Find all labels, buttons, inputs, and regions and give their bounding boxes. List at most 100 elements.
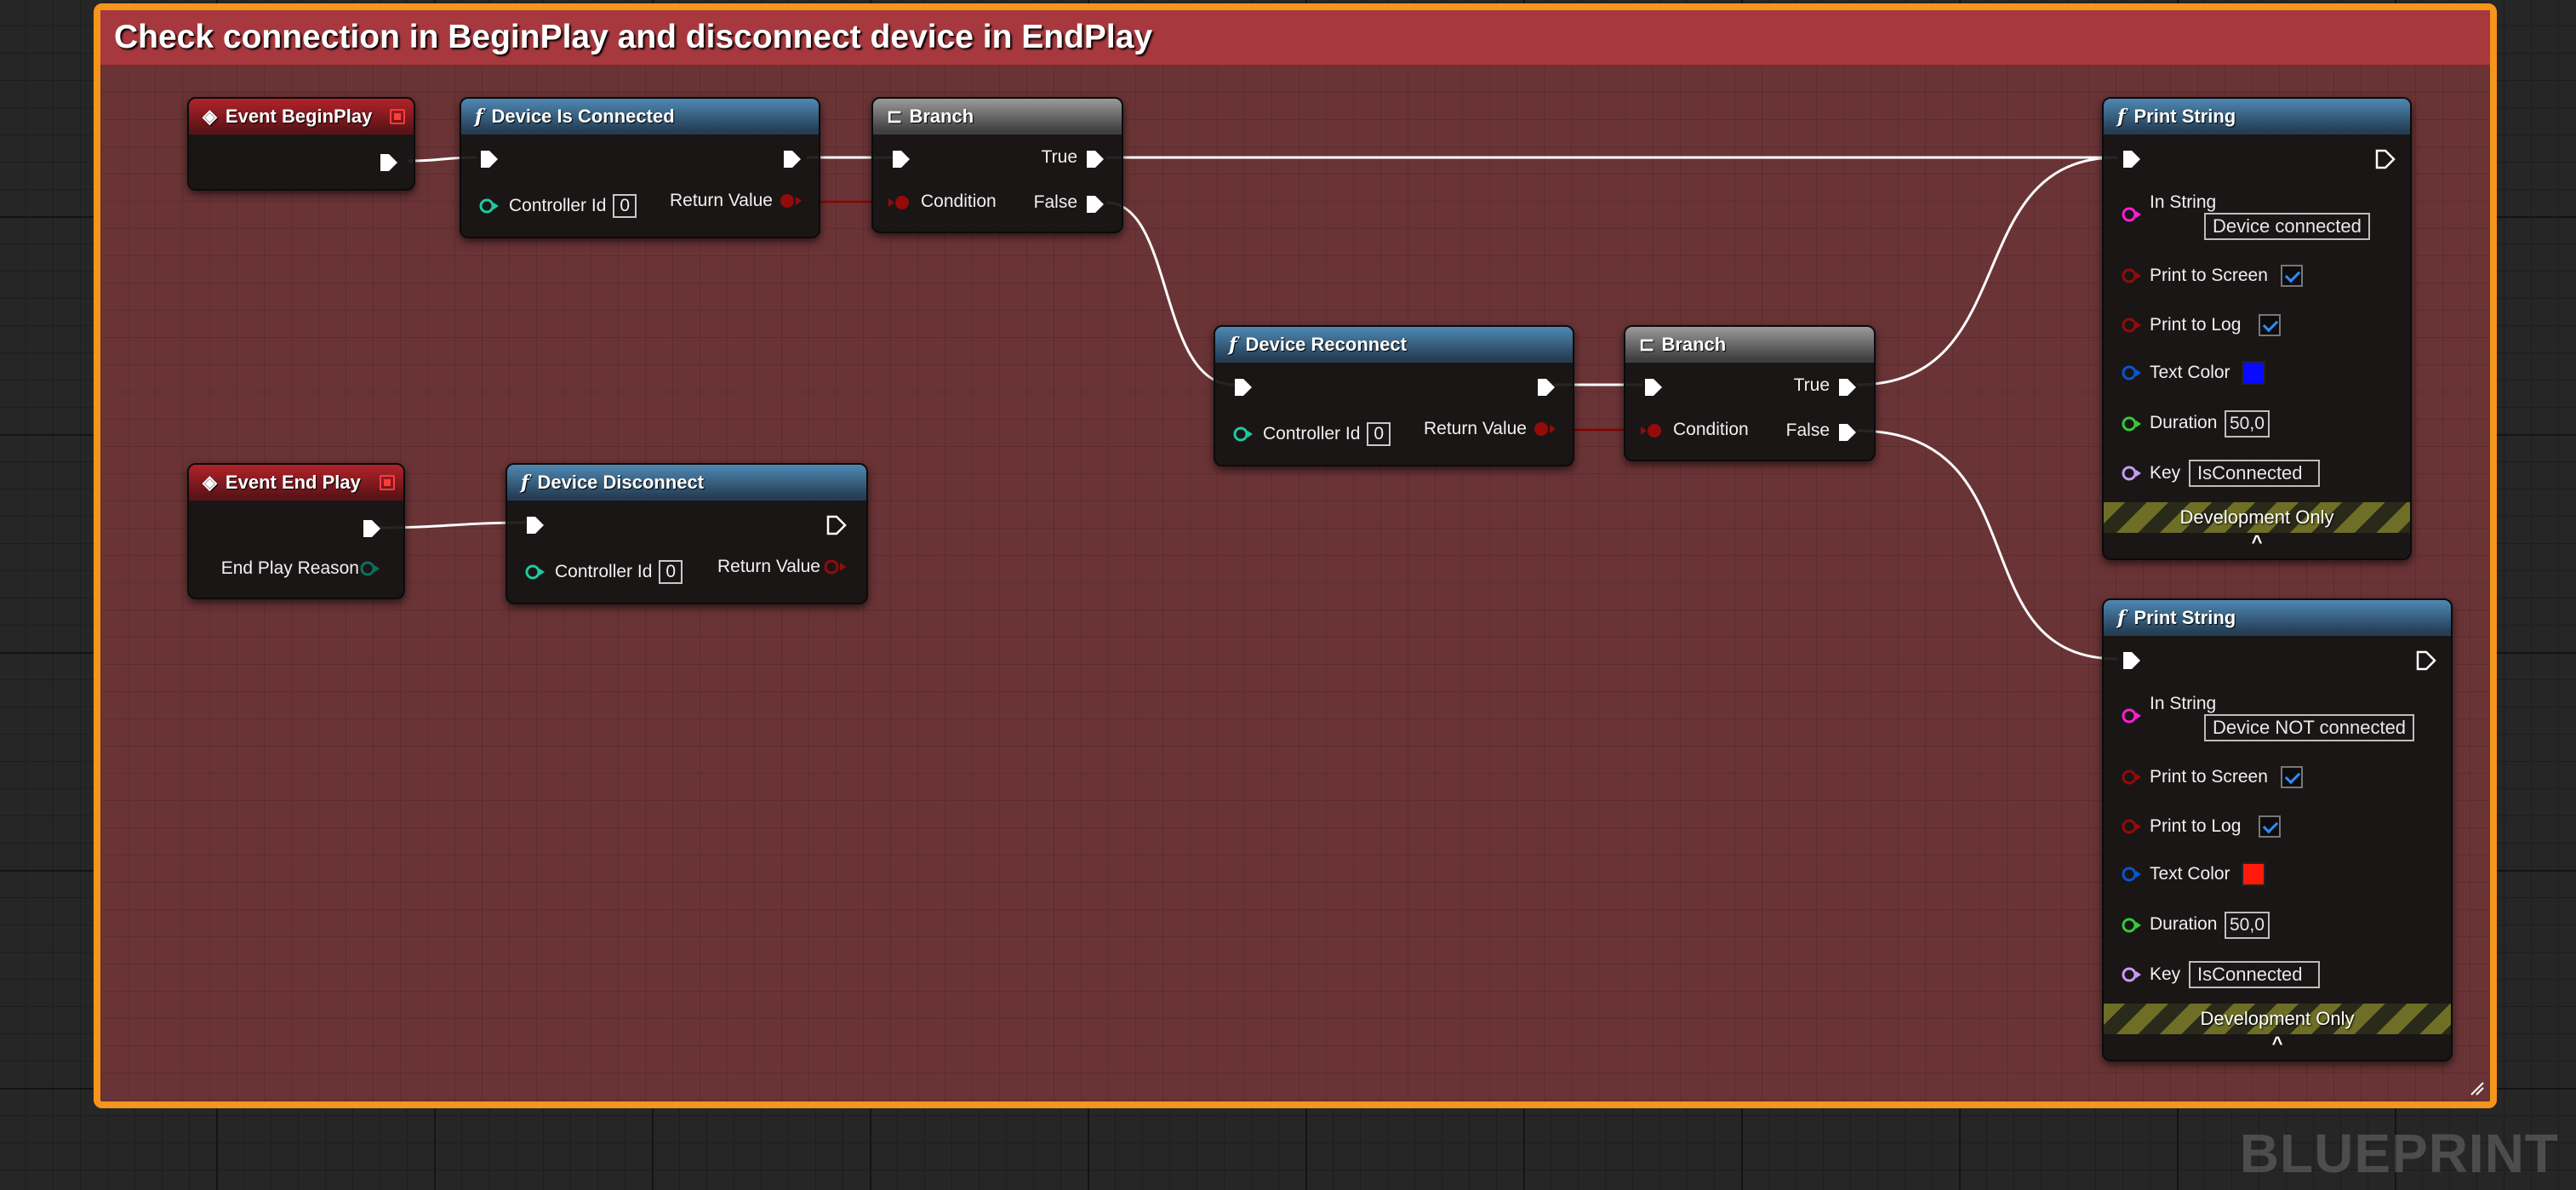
name-pin-icon[interactable] bbox=[2121, 465, 2143, 482]
true-label: True bbox=[1793, 375, 1830, 395]
duration-field[interactable]: 50,0 bbox=[2225, 410, 2270, 438]
int-pin-icon[interactable] bbox=[1232, 426, 1254, 443]
print-to-screen-checkbox[interactable] bbox=[2281, 265, 2303, 287]
exec-in-pin[interactable] bbox=[524, 514, 546, 536]
branch-node-2[interactable]: ⊏Branch True Condition False bbox=[1624, 325, 1876, 461]
string-pin-icon[interactable] bbox=[2121, 707, 2143, 724]
exec-false-pin[interactable] bbox=[1836, 421, 1859, 443]
string-pin-icon[interactable] bbox=[2121, 206, 2143, 223]
print-to-log-label: Print to Log bbox=[2150, 816, 2242, 836]
color-pin-icon[interactable] bbox=[2121, 364, 2143, 381]
controller-id-row: Controller Id 0 bbox=[1263, 422, 1391, 446]
print-string-node-2[interactable]: f Print String In String Device NOT conne… bbox=[2102, 598, 2453, 1061]
bool-pin-icon[interactable] bbox=[2121, 769, 2143, 786]
resize-grip-icon[interactable] bbox=[2468, 1079, 2485, 1096]
bool-out-pin[interactable] bbox=[1532, 421, 1557, 438]
color-pin-icon[interactable] bbox=[2121, 866, 2143, 883]
exec-in-pin[interactable] bbox=[1642, 376, 1665, 398]
condition-label: Condition bbox=[1673, 420, 1749, 439]
name-pin-icon[interactable] bbox=[2121, 966, 2143, 983]
diamond-event-icon: ◈ bbox=[203, 472, 217, 493]
event-endplay-node[interactable]: ◈Event End Play End Play Reason bbox=[187, 463, 405, 599]
node-header: ◈Event BeginPlay bbox=[189, 99, 414, 134]
controller-id-label: Controller Id bbox=[509, 196, 607, 215]
development-only-label: Development Only bbox=[2200, 1008, 2355, 1029]
exec-in-pin[interactable] bbox=[2121, 649, 2143, 672]
exec-true-pin[interactable] bbox=[1836, 376, 1859, 398]
controller-id-label: Controller Id bbox=[1263, 424, 1361, 443]
exec-out-pin[interactable] bbox=[2415, 649, 2437, 672]
key-label: Key bbox=[2150, 463, 2181, 483]
exec-in-pin[interactable] bbox=[478, 148, 500, 170]
exec-out-pin[interactable] bbox=[2374, 148, 2396, 170]
bool-pin-icon[interactable] bbox=[2121, 317, 2143, 334]
bool-out-pin[interactable] bbox=[778, 192, 803, 209]
exec-out-pin[interactable] bbox=[1535, 376, 1557, 398]
exec-in-pin[interactable] bbox=[1232, 376, 1254, 398]
collapse-chevron-icon[interactable]: ^ bbox=[2251, 531, 2263, 552]
exec-true-pin[interactable] bbox=[1084, 148, 1106, 170]
exec-wire[interactable] bbox=[1856, 156, 2118, 386]
key-field[interactable]: IsConnected bbox=[2189, 961, 2320, 988]
exec-in-pin[interactable] bbox=[890, 148, 912, 170]
exec-in-pin[interactable] bbox=[2121, 148, 2143, 170]
print-to-screen-checkbox[interactable] bbox=[2281, 766, 2303, 788]
function-f-icon: f bbox=[2117, 106, 2126, 128]
exec-out-pin[interactable] bbox=[825, 514, 848, 536]
enum-pin-icon[interactable] bbox=[359, 560, 381, 577]
controller-id-field[interactable]: 0 bbox=[1367, 422, 1391, 446]
print-to-screen-label: Print to Screen bbox=[2150, 767, 2268, 787]
bool-pin-icon[interactable] bbox=[2121, 818, 2143, 835]
int-pin-icon[interactable] bbox=[478, 197, 500, 215]
event-beginplay-node[interactable]: ◈Event BeginPlay bbox=[187, 97, 415, 191]
print-to-log-checkbox[interactable] bbox=[2259, 815, 2281, 838]
print-to-log-checkbox[interactable] bbox=[2259, 314, 2281, 336]
key-field[interactable]: IsConnected bbox=[2189, 460, 2320, 487]
controller-id-field[interactable]: 0 bbox=[613, 194, 637, 218]
in-string-field[interactable]: Device NOT connected bbox=[2204, 714, 2415, 741]
bool-pin-icon[interactable] bbox=[2121, 267, 2143, 284]
controller-id-field[interactable]: 0 bbox=[659, 560, 683, 584]
exec-wire[interactable] bbox=[1856, 429, 2118, 661]
bool-out-pin[interactable] bbox=[822, 558, 848, 575]
int-pin-icon[interactable] bbox=[524, 564, 546, 581]
node-title: Print String bbox=[2133, 607, 2236, 628]
float-pin-icon[interactable] bbox=[2121, 917, 2143, 934]
node-title: Branch bbox=[909, 106, 974, 127]
exec-out-pin[interactable] bbox=[378, 152, 400, 174]
node-header: f Device Disconnect bbox=[507, 465, 866, 501]
exec-out-pin[interactable] bbox=[361, 518, 383, 540]
exec-wire[interactable] bbox=[1105, 201, 1235, 386]
in-string-label: In String bbox=[2150, 694, 2217, 713]
duration-label: Duration bbox=[2150, 914, 2218, 934]
node-title: Device Reconnect bbox=[1245, 334, 1407, 355]
in-string-field[interactable]: Device connected bbox=[2204, 213, 2370, 240]
text-color-swatch[interactable] bbox=[2242, 361, 2265, 385]
comment-title[interactable]: Check connection in BeginPlay and discon… bbox=[100, 10, 2490, 66]
float-pin-icon[interactable] bbox=[2121, 415, 2143, 432]
node-title: Device Disconnect bbox=[537, 472, 705, 493]
condition-label: Condition bbox=[921, 192, 997, 211]
duration-label: Duration bbox=[2150, 413, 2218, 432]
duration-field[interactable]: 50,0 bbox=[2225, 912, 2270, 939]
node-title: Branch bbox=[1661, 334, 1727, 355]
node-header: ◈ Event End Play bbox=[189, 465, 403, 501]
branch-node-1[interactable]: ⊏Branch True Condition False bbox=[871, 97, 1123, 233]
text-color-swatch[interactable] bbox=[2242, 862, 2265, 886]
bool-in-pin[interactable] bbox=[1639, 422, 1665, 439]
exec-false-pin[interactable] bbox=[1084, 193, 1106, 215]
bool-in-pin[interactable] bbox=[887, 194, 912, 211]
function-f-icon: f bbox=[2117, 607, 2126, 629]
collapse-chevron-icon[interactable]: ^ bbox=[2271, 1033, 2283, 1054]
exec-out-pin[interactable] bbox=[781, 148, 803, 170]
node-title: Event End Play bbox=[225, 472, 361, 493]
stop-icon bbox=[380, 475, 395, 490]
node-title: Event BeginPlay bbox=[225, 106, 373, 127]
print-to-screen-label: Print to Screen bbox=[2150, 266, 2268, 285]
function-f-icon: f bbox=[521, 472, 529, 494]
